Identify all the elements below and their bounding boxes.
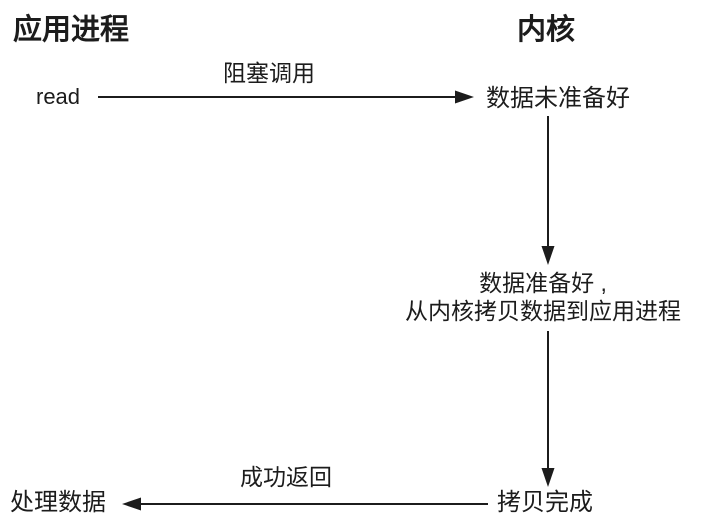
column-header-kernel: 内核 [517, 14, 576, 46]
node-read-call: read [36, 84, 81, 109]
edge-label-success-return: 成功返回 [240, 464, 332, 490]
node-process-data: 处理数据 [10, 489, 106, 516]
success-return-arrow [122, 497, 488, 511]
edge-label-blocking-call: 阻塞调用 [223, 60, 315, 86]
copy-progress-arrow [541, 331, 555, 487]
node-copy-complete: 拷贝完成 [497, 489, 593, 516]
column-header-application-process: 应用进程 [13, 14, 130, 46]
node-data-ready-line2: 从内核拷贝数据到应用进程 [405, 298, 681, 324]
node-data-ready: 数据准备好 , 从内核拷贝数据到应用进程 [383, 269, 703, 325]
node-data-not-ready: 数据未准备好 [486, 85, 630, 112]
kernel-wait-arrow [541, 116, 555, 265]
node-data-ready-line1: 数据准备好 , [479, 270, 607, 296]
blocking-call-arrow [98, 90, 474, 104]
